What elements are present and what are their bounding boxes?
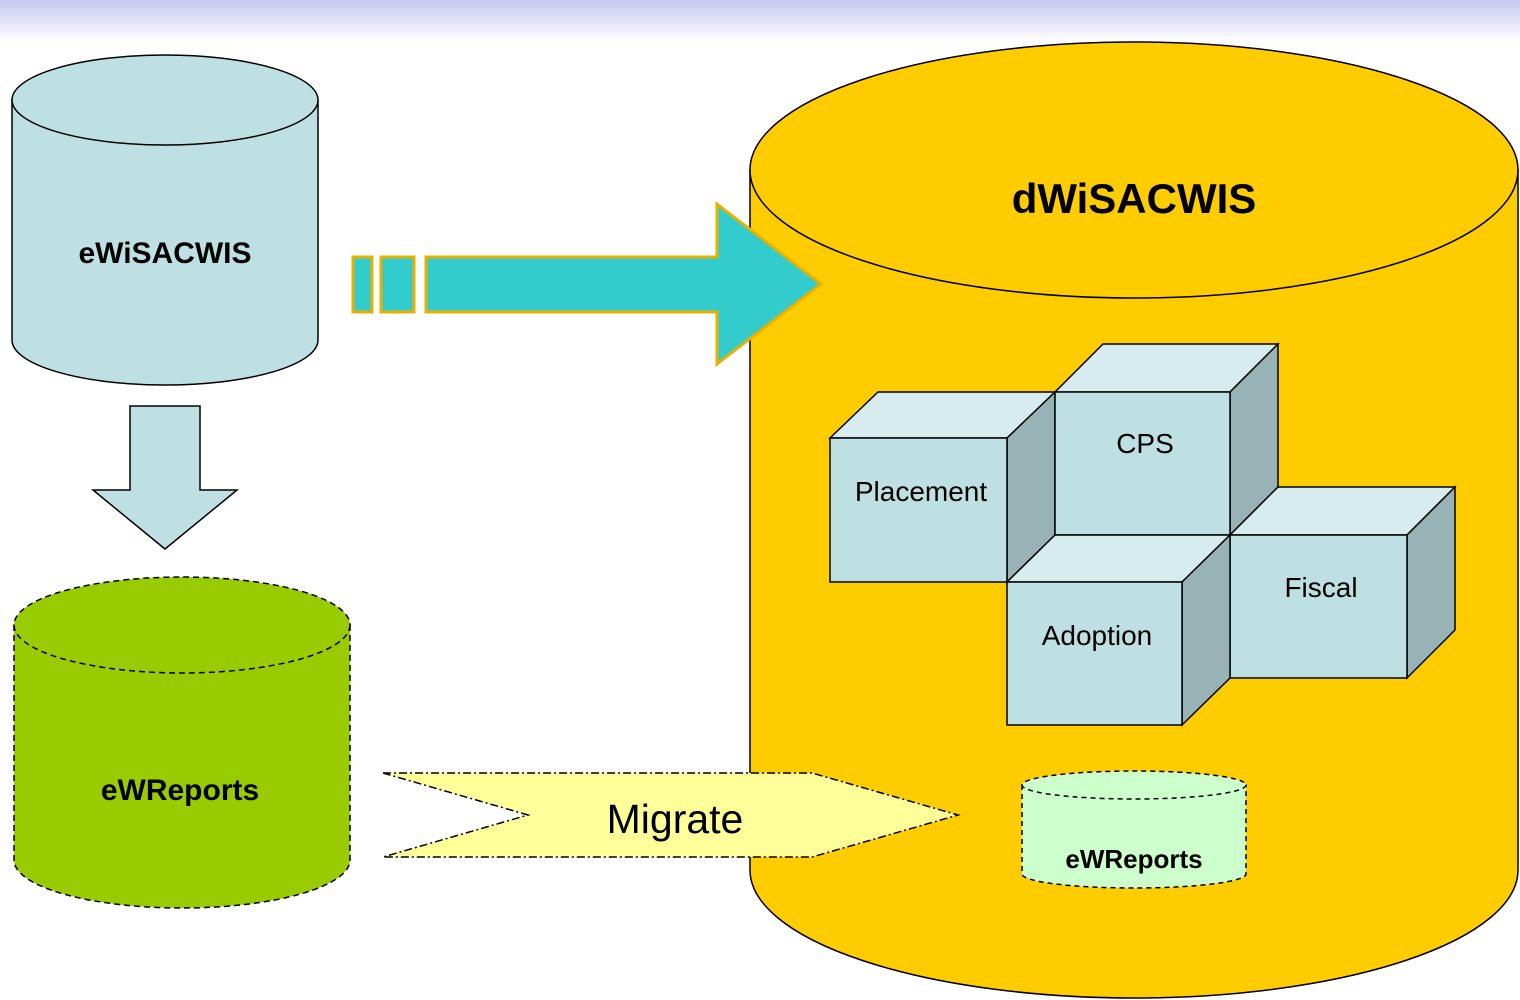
cube-cps-front — [1054, 391, 1231, 536]
load-arrow-dash-2 — [379, 255, 416, 314]
migrate-arrow-shape — [382, 772, 961, 858]
embedded-reports-db-body — [1021, 784, 1247, 889]
source-db: eWiSACWIS — [11, 54, 319, 386]
cube-adoption: Adoption — [1005, 533, 1232, 727]
top-banner — [0, 0, 1520, 42]
reports-db-body — [13, 624, 351, 909]
reports-db-top — [13, 576, 351, 674]
migrate-label: Migrate — [607, 796, 744, 842]
source-db-body — [11, 99, 319, 386]
embedded-reports-db: eWReports — [1021, 770, 1247, 889]
load-arrow-dash-1 — [351, 255, 374, 314]
load-arrow-body — [424, 200, 824, 368]
warehouse-db-top — [749, 41, 1519, 299]
cube-placement-label: Placement — [855, 476, 988, 507]
cube-placement-front — [829, 437, 1008, 583]
cube-adoption-front — [1006, 581, 1183, 726]
embedded-reports-db-top — [1021, 770, 1247, 800]
migrate-arrow: Migrate — [382, 772, 961, 858]
source-db-top — [11, 54, 319, 146]
cube-cps: CPS — [1053, 342, 1280, 537]
cube-placement: Placement — [828, 390, 1057, 584]
down-arrow — [90, 405, 240, 550]
cube-cps-label: CPS — [1116, 428, 1174, 459]
warehouse-db-label: dWiSACWIS — [1012, 175, 1257, 222]
source-db-label: eWiSACWIS — [78, 237, 251, 270]
cube-adoption-label: Adoption — [1042, 620, 1153, 651]
reports-db: eWReports — [13, 576, 351, 909]
cube-fiscal-front — [1229, 534, 1408, 679]
reports-db-label: eWReports — [101, 774, 259, 807]
cube-fiscal: Fiscal — [1228, 485, 1457, 680]
load-arrow — [351, 200, 824, 368]
embedded-reports-db-label: eWReports — [1065, 844, 1202, 874]
cube-fiscal-label: Fiscal — [1284, 572, 1357, 603]
